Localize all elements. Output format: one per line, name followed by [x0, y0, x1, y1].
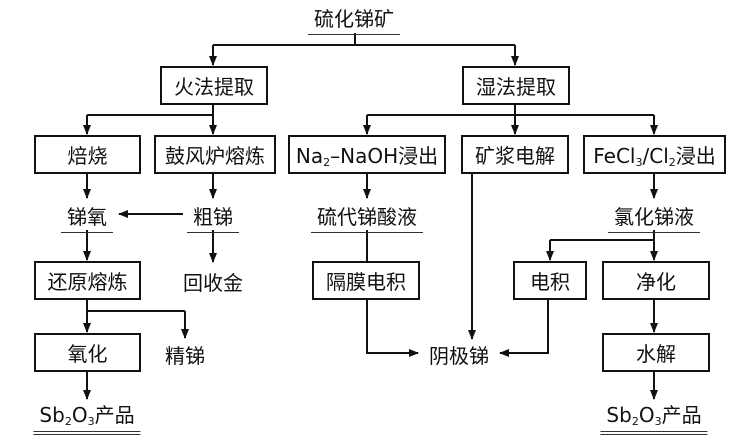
- label-recover-gold: 回收金: [183, 267, 243, 296]
- fecl3-leach-label: FeCl3/Cl2浸出: [593, 140, 716, 169]
- subscript: 2: [668, 156, 676, 169]
- cl-text: /Cl: [642, 144, 669, 168]
- pyro-label: 火法提取: [174, 75, 254, 99]
- arrow-electrowin-to-cathode: [499, 300, 549, 357]
- subscript: 3: [635, 156, 643, 169]
- slurry-label: 矿浆电解: [475, 144, 555, 168]
- crude-text: 粗锑: [193, 205, 233, 229]
- connector-title-split: [213, 33, 515, 46]
- box-na2s-naoh-leaching: Na2–NaOH浸出: [288, 135, 446, 174]
- naoh-leach-text: –NaOH浸出: [330, 144, 439, 168]
- box-hydrolysis: 水解: [602, 333, 710, 372]
- blast-furnace-label: 鼓风炉熔炼: [165, 144, 265, 168]
- label-thioantimonate-solution: 硫代锑酸液: [311, 201, 423, 233]
- leach-text: 浸出: [675, 144, 716, 168]
- subscript: 2: [631, 415, 639, 428]
- o-text: O: [638, 403, 655, 427]
- product-text: 产品: [94, 403, 135, 427]
- oxide-text: 锑氧: [67, 205, 107, 229]
- membrane-label: 隔膜电积: [326, 270, 406, 294]
- label-sb2o3-product-right: Sb2O3产品: [600, 399, 708, 435]
- sb-text: Sb: [606, 403, 632, 427]
- na-text: Na: [295, 144, 324, 168]
- box-purification: 净化: [602, 261, 710, 300]
- box-hydrometallurgy: 湿法提取: [462, 66, 570, 105]
- refined-text: 精锑: [165, 344, 205, 368]
- box-roasting: 焙烧: [34, 135, 141, 174]
- box-electrowinning: 电积: [513, 261, 587, 300]
- reduction-label: 还原熔炼: [47, 270, 128, 294]
- box-slurry-electrolysis: 矿浆电解: [461, 135, 569, 174]
- box-pyrometallurgy: 火法提取: [160, 66, 268, 105]
- label-cathode-antimony: 阴极锑: [429, 340, 489, 369]
- electrowin-label: 电积: [530, 270, 570, 294]
- sb-text: Sb: [39, 403, 65, 427]
- label-refined-antimony: 精锑: [165, 340, 205, 369]
- arrow-membrane-to-cathode: [366, 300, 419, 357]
- chloride-text: 氯化锑液: [614, 205, 694, 229]
- na2s-leach-label: Na2–NaOH浸出: [296, 140, 438, 169]
- thio-text: 硫代锑酸液: [317, 205, 417, 229]
- gold-text: 回收金: [183, 271, 243, 295]
- box-fecl3-cl2-leaching: FeCl3/Cl2浸出: [583, 135, 726, 174]
- label-sb2o3-product-left: Sb2O3产品: [33, 399, 141, 435]
- hydro-label: 湿法提取: [476, 75, 556, 99]
- box-membrane-electrowinning: 隔膜电积: [312, 261, 420, 300]
- connector-pyro-split: [87, 104, 214, 116]
- product-text: 产品: [661, 403, 702, 427]
- box-blast-furnace-smelting: 鼓风炉熔炼: [154, 135, 276, 174]
- fecl-text: FeCl: [593, 144, 636, 168]
- label-crude-antimony: 粗锑: [187, 201, 239, 233]
- connector-chloride-split: [550, 230, 655, 241]
- hydrolysis-label: 水解: [636, 342, 676, 366]
- oxidation-label: 氧化: [67, 342, 108, 366]
- subscript: 3: [654, 415, 662, 428]
- subscript: 3: [87, 415, 95, 428]
- connector-hydro-split: [367, 104, 654, 116]
- o-text: O: [71, 403, 88, 427]
- connector-reduction-split: [86, 300, 185, 312]
- title-text: 硫化锑矿: [314, 7, 394, 31]
- subscript: 2: [323, 156, 331, 169]
- box-oxidation: 氧化: [34, 333, 141, 372]
- roast-label: 焙烧: [67, 144, 108, 168]
- title-antimony-sulfide-ore: 硫化锑矿: [308, 3, 400, 35]
- cathode-text: 阴极锑: [429, 344, 489, 368]
- label-antimony-oxide: 锑氧: [61, 201, 113, 233]
- subscript: 2: [64, 415, 72, 428]
- label-antimony-chloride-solution: 氯化锑液: [608, 201, 700, 233]
- box-reduction-smelting: 还原熔炼: [34, 261, 141, 300]
- purify-label: 净化: [636, 270, 676, 294]
